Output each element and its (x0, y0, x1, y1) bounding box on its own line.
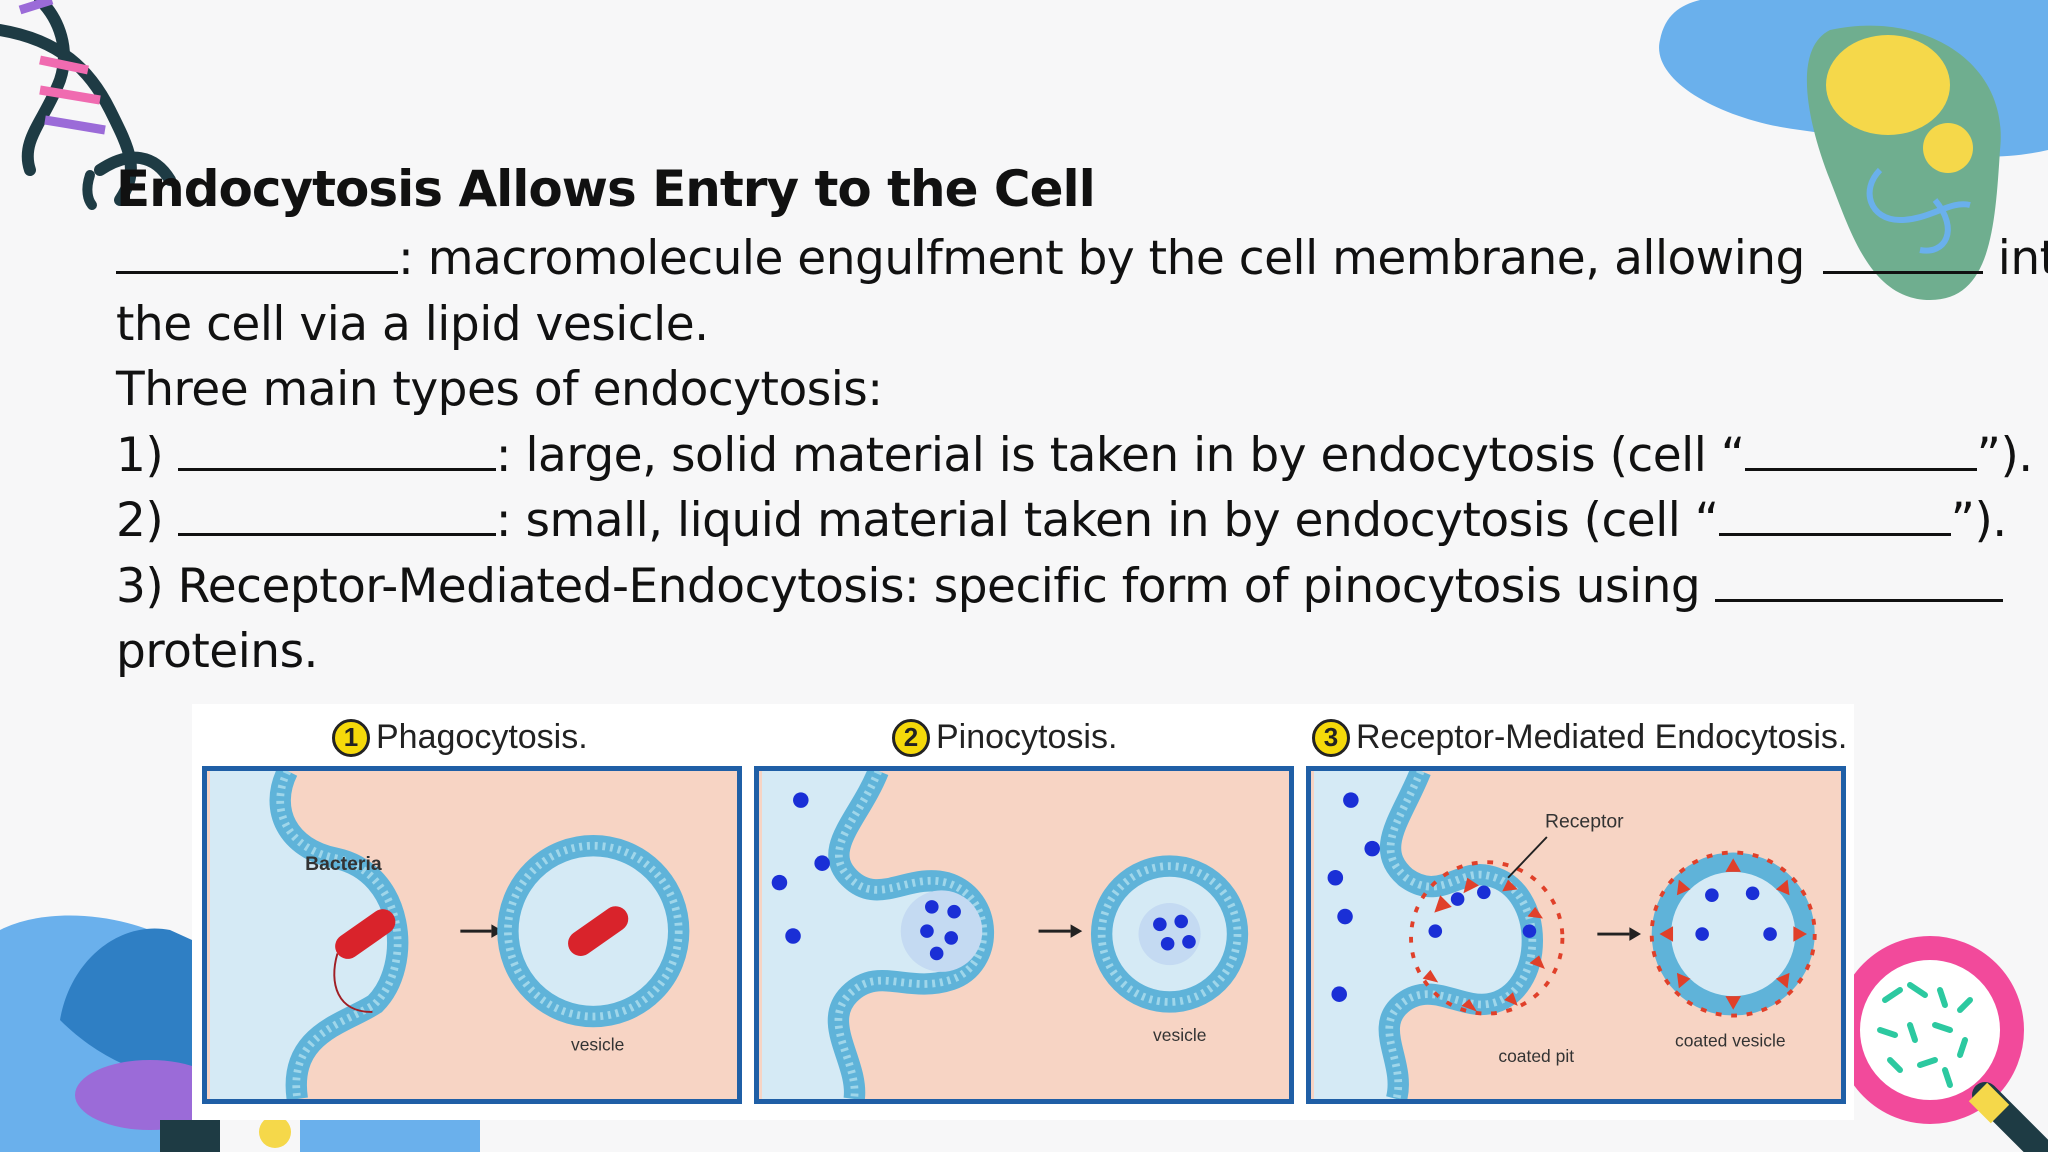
pinocytosis-illustration: vesicle (761, 771, 1249, 1099)
pinocytosis-panel: vesicle (754, 766, 1294, 1104)
body-line-7: proteins. (116, 624, 319, 679)
arrow-right-icon (1070, 924, 1083, 938)
receptor-mediated-illustration: Receptor coated pit coated vesicle (1313, 771, 1817, 1099)
body-line-4: 1) : large, solid material is taken in b… (116, 427, 2033, 483)
bacteria-icon (333, 909, 396, 1013)
fill-blank (1823, 231, 1984, 274)
endocytosis-figure: 1 Phagocytosis. 2 Pinocytosis. 3 Recepto… (192, 704, 1854, 1120)
fill-blank (1744, 428, 1977, 471)
coated-vesicle-label: coated vesicle (1675, 1031, 1786, 1051)
receptor-mediated-panel: Receptor coated pit coated vesicle (1306, 766, 1846, 1104)
phagocytosis-illustration: Bacteria vesicle (209, 771, 690, 1099)
vesicle-label: vesicle (1153, 1025, 1206, 1045)
cell-decoration-icon (1659, 0, 2048, 301)
receptor-label: Receptor (1545, 810, 1624, 832)
vesicle-label: vesicle (571, 1034, 624, 1054)
fill-blank (177, 428, 496, 471)
mushroom-decoration-icon (0, 915, 480, 1152)
bacteria-icon (568, 906, 629, 956)
panel-1-title: 1 Phagocytosis. (332, 718, 588, 757)
fill-blank (177, 493, 496, 536)
phagocytosis-panel: Bacteria vesicle (202, 766, 742, 1104)
fill-blank (1718, 493, 1951, 536)
magnifier-bacteria-icon (1836, 936, 2048, 1152)
fill-blank (1714, 559, 2003, 602)
body-line-3: Three main types of endocytosis: (116, 362, 883, 417)
fill-blank (116, 231, 398, 274)
panel-3-title: 3 Receptor-Mediated Endocytosis. (1312, 718, 1847, 757)
body-line-2: the cell via a lipid vesicle. (116, 296, 709, 352)
body-line-6: 3) Receptor-Mediated-Endocytosis: specif… (116, 554, 2003, 620)
arrow-right-icon (1629, 927, 1642, 941)
slide-body: : macromolecule engulfment by the cell m… (116, 226, 2048, 685)
panel-2-title: 2 Pinocytosis. (892, 718, 1117, 757)
body-line-1: : macromolecule engulfment by the cell m… (116, 226, 2048, 292)
dna-helix-icon (0, 0, 176, 210)
body-line-5: 2) : small, liquid material taken in by … (116, 493, 2007, 548)
bacteria-label: Bacteria (305, 853, 382, 875)
coated-pit-label: coated pit (1498, 1046, 1574, 1066)
slide-title: Endocytosis Allows Entry to the Cell (116, 160, 1096, 218)
